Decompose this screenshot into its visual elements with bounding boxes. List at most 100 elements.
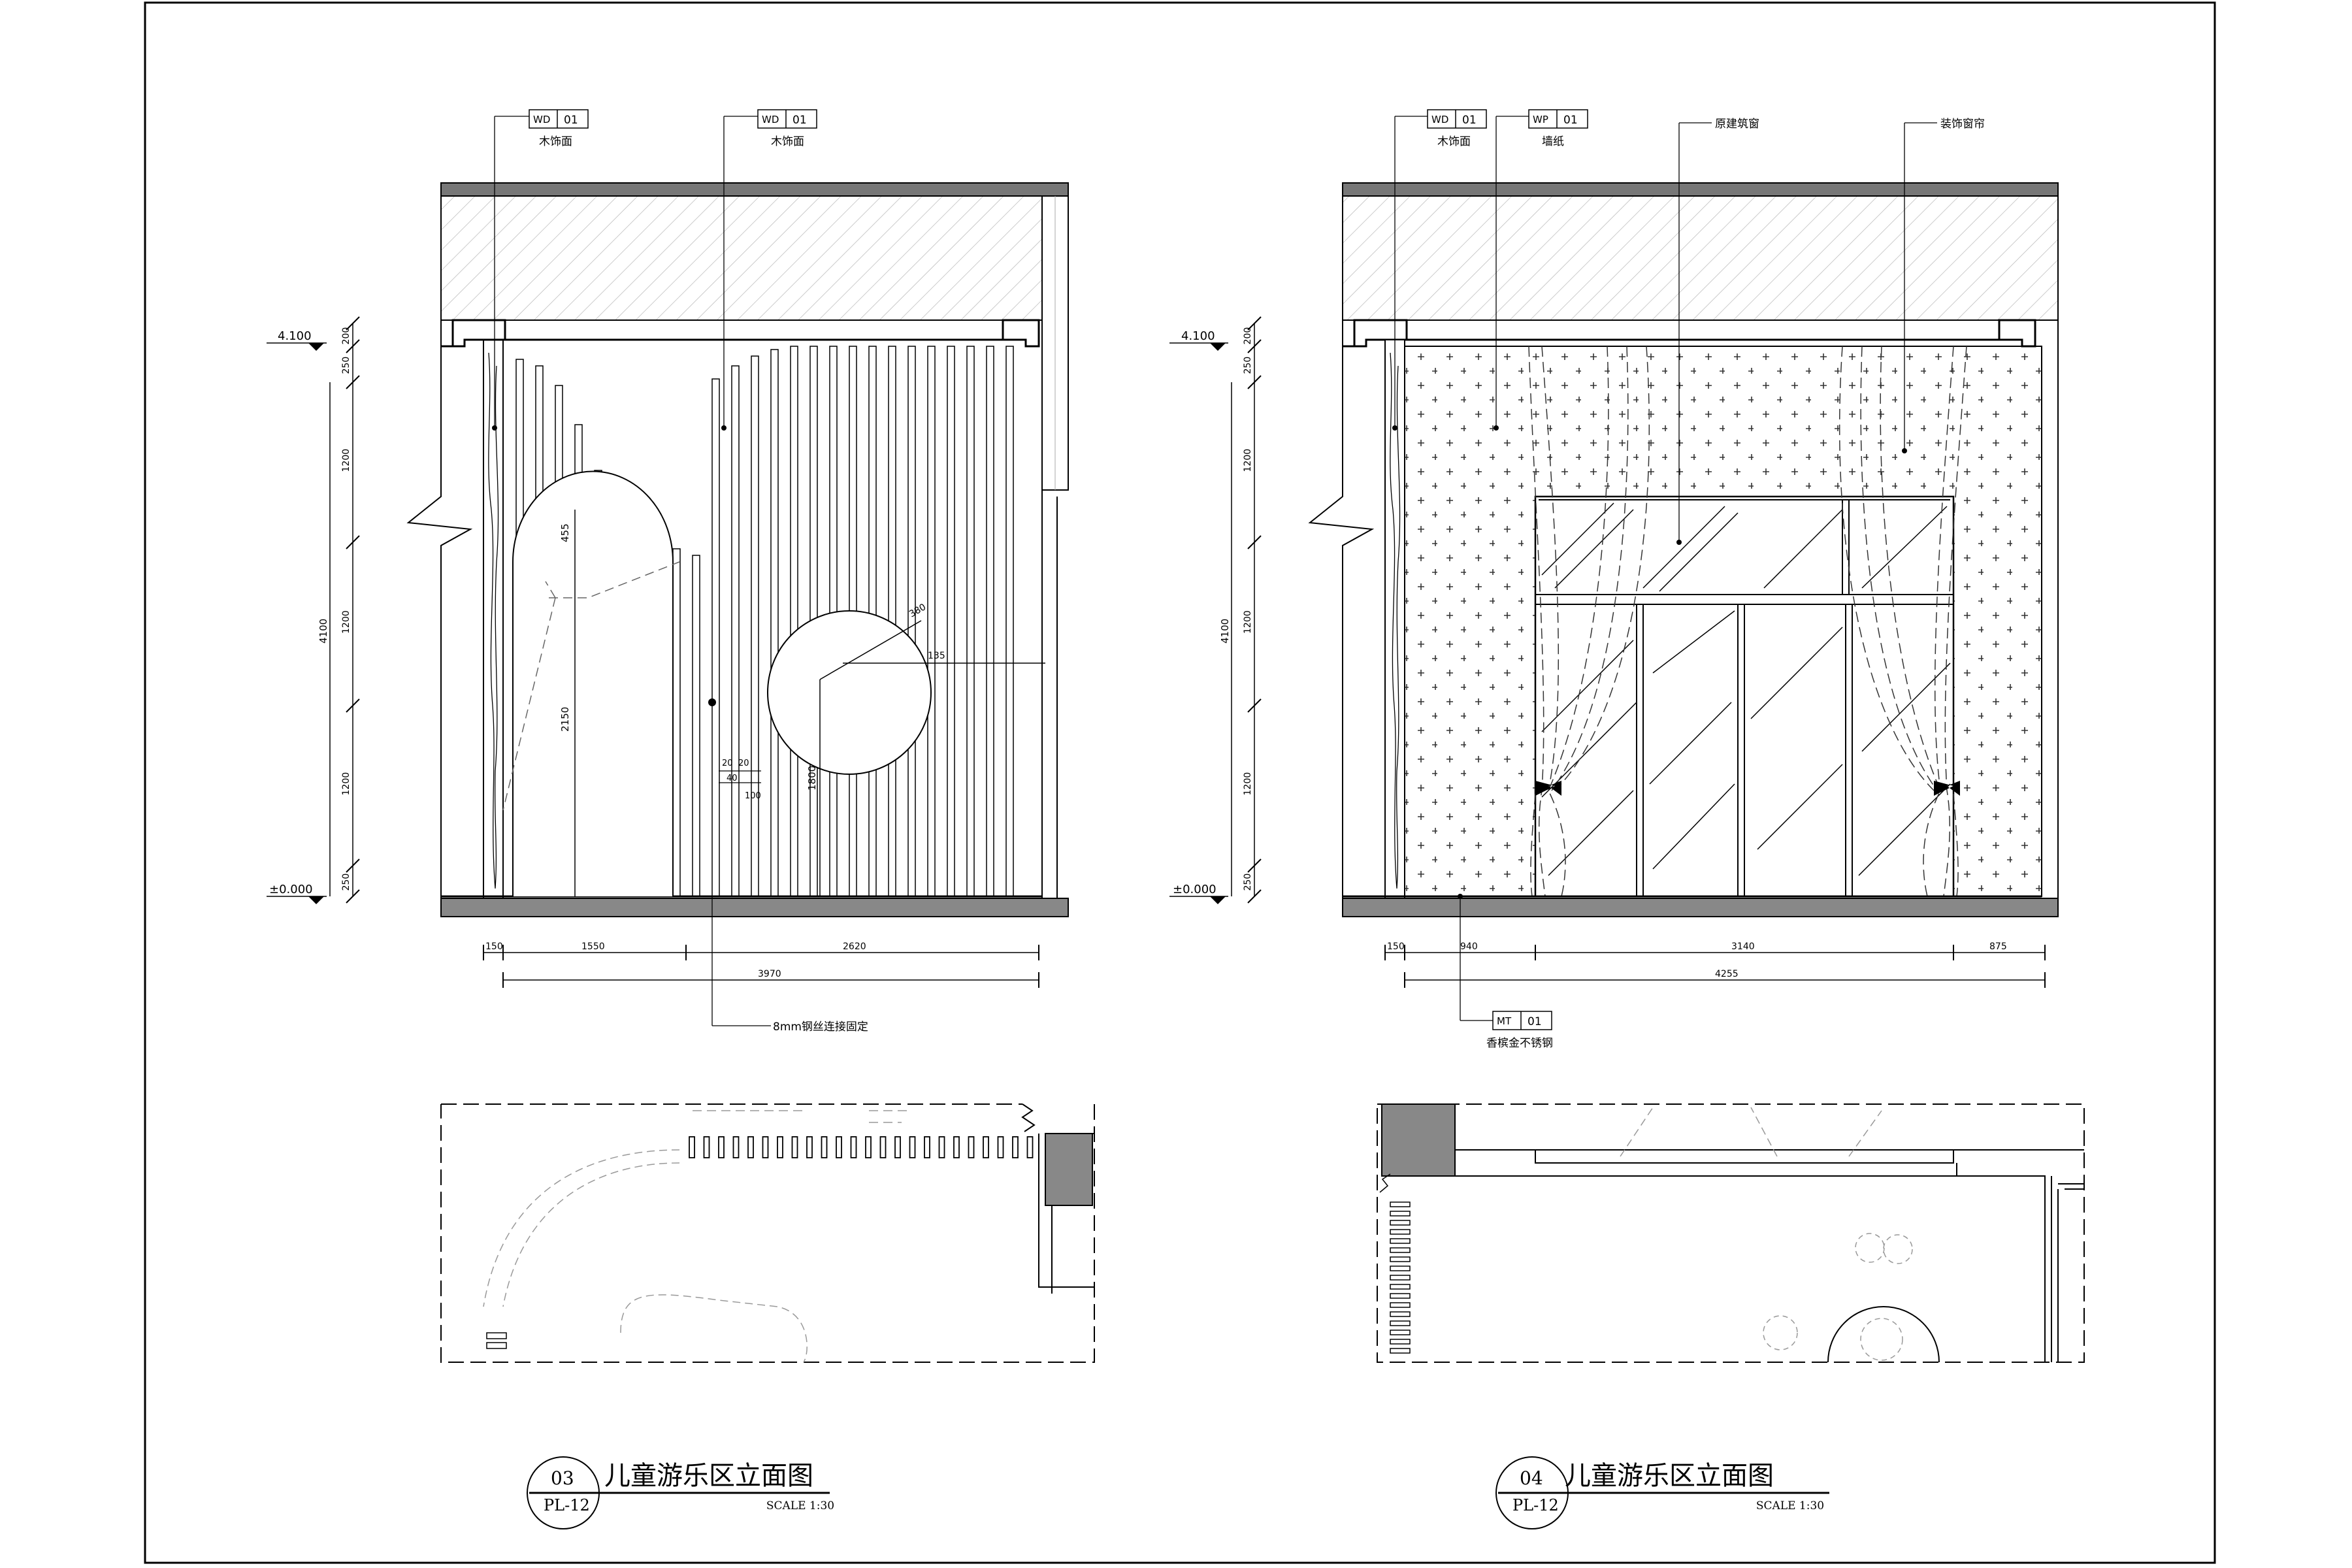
hdim-940: 940 [1460,941,1478,952]
title-num: 03 [551,1467,574,1489]
circle-opening [767,610,932,775]
plan-slat [1390,1293,1411,1299]
tag-label: 木饰面 [539,135,572,148]
plan-slat [1390,1302,1411,1308]
material-tag-2: WP 01 墙纸 [1494,109,1588,431]
wood-slat [672,548,681,897]
floor-slab [1342,898,2059,917]
plan-slat [1390,1201,1411,1207]
plan-slat [997,1136,1004,1158]
vdim-label: 1200 [341,772,351,796]
vdim-label: 250 [1243,357,1253,374]
wood-slat [986,346,994,897]
plan-slat [732,1136,740,1158]
plan-slat [1012,1136,1019,1158]
material-tag-1: WD 01 木饰面 [1392,109,1487,431]
level-marker-bottom: ±0.000 [1169,883,1228,904]
vdim-label: 1200 [1243,449,1253,472]
hdim-4255: 4255 [1715,969,1739,979]
wood-slat [711,378,720,897]
plan-slat [836,1136,842,1158]
dim-380: 380 [907,602,928,619]
material-tag-1: WD 01 木饰面 [492,109,589,431]
plan-slat [1390,1311,1411,1317]
ceiling-hatch [440,195,1043,321]
vdim-label: 1200 [1243,772,1253,796]
title-name: 儿童游乐区立面图 [604,1461,813,1491]
title-sheet: PL-12 [1512,1496,1559,1514]
tag-label: 墙纸 [1542,135,1564,148]
drawing-title-03: 03 PL-12 儿童游乐区立面图 SCALE 1:30 [527,1456,834,1529]
plan-slat [1390,1330,1411,1335]
tag-label: 香槟金不锈钢 [1486,1037,1553,1050]
plan-slat [1390,1220,1411,1226]
plan-slat [1390,1211,1411,1217]
dim-135: 135 [928,651,945,661]
callout-window: 原建筑窗 [1676,118,1759,545]
plan-slat [1390,1275,1411,1281]
callout-curtain-label: 装饰窗帘 [1940,118,1985,131]
level-bottom: ±0.000 [269,883,313,896]
tag-label: 木饰面 [1437,135,1471,148]
vdim-label: 250 [341,874,351,891]
steel-wire-note: 8mm钢丝连接固定 [773,1021,868,1034]
plan-slat [1390,1256,1411,1262]
plan-slat [1390,1284,1411,1290]
tag-code: WP [1533,114,1548,125]
title-sheet: PL-12 [544,1496,590,1514]
dim-20a: 20 [722,759,733,768]
tag-num: 01 [1563,114,1578,127]
dim-455: 455 [559,523,571,542]
right-elevation: WD 01 木饰面 WP 01 墙纸 原建筑窗 装饰窗帘 [1169,109,2085,1529]
plan-slat [879,1136,887,1158]
vdim-total: 4100 [318,619,329,644]
wood-slat [692,555,700,897]
plan-slat [718,1136,725,1158]
vdim-label: 200 [341,327,351,345]
dim-100: 100 [745,791,761,801]
sheet-border [144,1,2216,1564]
ceiling-slab [1342,182,2059,197]
wood-slat [751,355,759,897]
plan-slat [821,1136,828,1158]
wood-slat [966,346,975,897]
plan-slat [968,1136,975,1158]
hdim-3970: 3970 [758,969,781,979]
level-bottom: ±0.000 [1173,883,1217,896]
wood-slat [1005,346,1014,897]
left-plan-view [440,1103,1095,1363]
title-name: 儿童游乐区立面图 [1565,1461,1774,1491]
plan-slat [689,1136,695,1158]
ceiling-hatch [1342,195,2059,321]
plan-slat [1390,1266,1411,1271]
plan-slat [777,1136,783,1158]
wood-slat [731,365,740,897]
tag-code: MT [1497,1015,1512,1027]
vdim-label: 250 [1243,874,1253,891]
vdim-total: 4100 [1219,619,1231,644]
drawing-title-04: 04 PL-12 儿童游乐区立面图 SCALE 1:30 [1495,1456,1829,1529]
title-scale: SCALE 1:30 [1756,1499,1824,1512]
level-top: 4.100 [278,329,312,343]
plan-slat [806,1136,813,1158]
dim-1800: 1800 [806,766,818,791]
right-wall-column [1041,195,1069,491]
left-elevation: 455 2150 1800 380 135 20 20 40 100 WD 01… [267,109,1095,1529]
wood-slat [770,349,779,897]
vdim-label: 250 [341,357,351,374]
arch-opening [512,470,674,896]
hdim-1550: 1550 [581,941,605,952]
material-tag-2: WD 01 木饰面 [721,109,817,431]
break-line [406,196,473,898]
wood-slat [790,346,798,897]
plan-slat [865,1136,872,1158]
tag-code: WD [533,114,550,125]
plan-slat [1390,1238,1411,1244]
floor-slab [440,898,1069,917]
plan-slat [1390,1247,1411,1253]
window [1534,495,1955,898]
vdim-label: 1200 [341,449,351,472]
plan-slat [953,1136,960,1158]
cornice [441,319,1040,348]
